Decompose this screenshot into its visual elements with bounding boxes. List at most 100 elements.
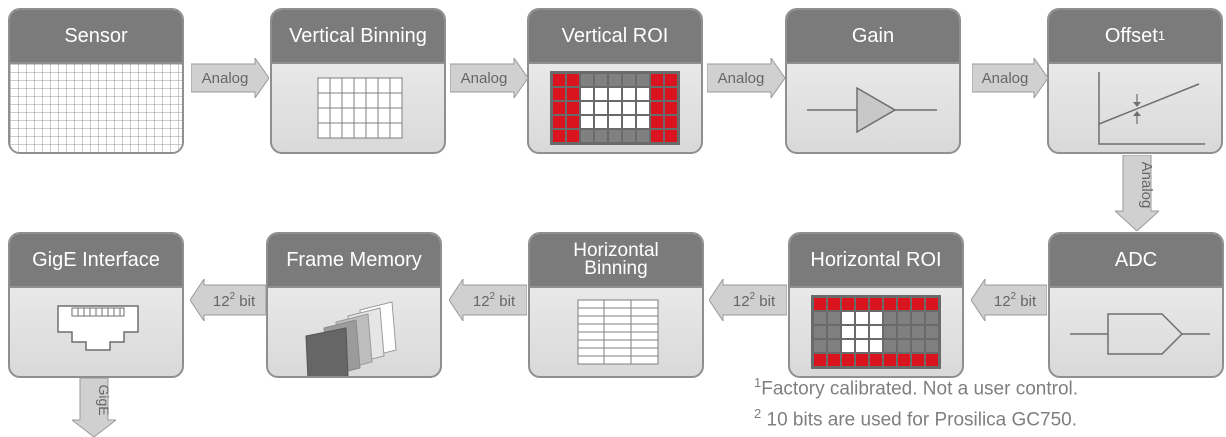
- horizontal-binning-graphic: [530, 288, 702, 376]
- footnote-2: 2 10 bits are used for Prosilica GC750.: [754, 406, 1077, 431]
- hroi-cell: [814, 340, 826, 352]
- bit-arrow-2: 122 bit: [709, 279, 787, 321]
- vroi-cell: [651, 102, 663, 114]
- hroi-cell: [856, 298, 868, 310]
- hroi-cell: [884, 326, 896, 338]
- analog-arrow-2-label: Analog: [461, 70, 508, 87]
- bit-arrow-3: 122 bit: [449, 279, 527, 321]
- hroi-cell: [842, 312, 854, 324]
- hroi-cell: [870, 354, 882, 366]
- hroi-cell: [828, 354, 840, 366]
- horizontal-roi-title: Horizontal ROI: [790, 234, 962, 288]
- horizontal-binning-title: Horizontal Binning: [530, 234, 702, 288]
- bit-arrow-4-label: 122 bit: [213, 291, 256, 310]
- bit-arrow-1-prefix: 12: [994, 293, 1011, 310]
- vroi-cell: [623, 88, 635, 100]
- hroi-cell: [842, 354, 854, 366]
- vroi-cell: [623, 102, 635, 114]
- gain-title: Gain: [787, 10, 959, 64]
- vroi-cell: [609, 116, 621, 128]
- analog-arrow-down: Analog: [1115, 155, 1159, 231]
- hroi-cell: [828, 326, 840, 338]
- vroi-cell: [581, 88, 593, 100]
- analog-arrow-down-label: Analog: [1138, 162, 1155, 209]
- analog-arrow-1: Analog: [191, 58, 269, 98]
- vroi-cell: [609, 130, 621, 142]
- vroi-cell: [651, 116, 663, 128]
- vroi-cell: [567, 88, 579, 100]
- bit-arrow-1-label: 122 bit: [994, 291, 1037, 310]
- hroi-cell: [926, 312, 938, 324]
- hroi-cell: [884, 340, 896, 352]
- horizontal-roi-block: Horizontal ROI: [788, 232, 964, 378]
- vroi-cell: [595, 74, 607, 86]
- vroi-cell: [595, 130, 607, 142]
- vroi-cell: [581, 74, 593, 86]
- bit-arrow-1-suffix: bit: [1016, 293, 1037, 310]
- hroi-cell: [842, 340, 854, 352]
- vroi-cell: [623, 130, 635, 142]
- bit-arrow-3-prefix: 12: [473, 293, 490, 310]
- analog-arrow-2: Analog: [450, 58, 528, 98]
- vroi-cell: [609, 74, 621, 86]
- hroi-cell: [856, 354, 868, 366]
- analog-arrow-4-label: Analog: [982, 70, 1029, 87]
- hroi-cell: [828, 298, 840, 310]
- hroi-cell: [912, 340, 924, 352]
- bit-arrow-2-label: 122 bit: [733, 291, 776, 310]
- hroi-cell: [912, 312, 924, 324]
- adc-block: ADC: [1048, 232, 1224, 378]
- vroi-cell: [637, 102, 649, 114]
- hroi-cell: [912, 354, 924, 366]
- footnote-1-mark: 1: [754, 375, 762, 390]
- vroi-cell: [651, 130, 663, 142]
- bit-arrow-2-sup: 2: [750, 291, 756, 302]
- hroi-cell: [828, 340, 840, 352]
- bit-arrow-2-suffix: bit: [755, 293, 776, 310]
- vroi-cell: [567, 130, 579, 142]
- hroi-cell: [884, 354, 896, 366]
- hroi-cell: [842, 326, 854, 338]
- hroi-cell: [856, 326, 868, 338]
- vroi-cell: [567, 102, 579, 114]
- hroi-cell: [926, 298, 938, 310]
- bit-arrow-4-sup: 2: [230, 291, 236, 302]
- vroi-cell: [609, 88, 621, 100]
- adc-title: ADC: [1050, 234, 1222, 288]
- horizontal-roi-graphic: [790, 288, 962, 376]
- hroi-cell: [870, 312, 882, 324]
- vertical-roi-graphic: [529, 64, 701, 152]
- hroi-cell: [926, 354, 938, 366]
- analog-arrow-3-label: Analog: [718, 70, 765, 87]
- analog-arrow-3: Analog: [707, 58, 785, 98]
- vroi-cell: [623, 74, 635, 86]
- vroi-cell: [665, 74, 677, 86]
- hroi-cell: [912, 326, 924, 338]
- ethernet-port-icon: [10, 288, 182, 376]
- vroi-cell: [553, 74, 565, 86]
- gige-interface-block: GigE Interface: [8, 232, 184, 378]
- hroi-cell: [898, 326, 910, 338]
- hroi-cell: [856, 340, 868, 352]
- bit-arrow-2-prefix: 12: [733, 293, 750, 310]
- analog-arrow-4: Analog: [972, 58, 1048, 98]
- bit-arrow-4-prefix: 12: [213, 293, 230, 310]
- vroi-cell: [553, 88, 565, 100]
- vroi-cell: [581, 130, 593, 142]
- hroi-cell: [884, 298, 896, 310]
- frame-memory-title: Frame Memory: [268, 234, 440, 288]
- hroi-cell: [814, 312, 826, 324]
- vroi-cell: [665, 88, 677, 100]
- horizontal-binning-title-line2: Binning: [584, 258, 648, 279]
- vroi-cell: [665, 130, 677, 142]
- vertical-binning-graphic: [272, 64, 444, 152]
- hroi-cell: [926, 326, 938, 338]
- vertical-roi-title: Vertical ROI: [529, 10, 701, 64]
- sensor-title: Sensor: [10, 10, 182, 64]
- vroi-cell: [637, 88, 649, 100]
- footnote-1-text: Factory calibrated. Not a user control.: [761, 378, 1079, 400]
- gige-output-arrow-label: GigE: [96, 384, 112, 415]
- vroi-cell: [637, 74, 649, 86]
- gain-block: Gain: [785, 8, 961, 154]
